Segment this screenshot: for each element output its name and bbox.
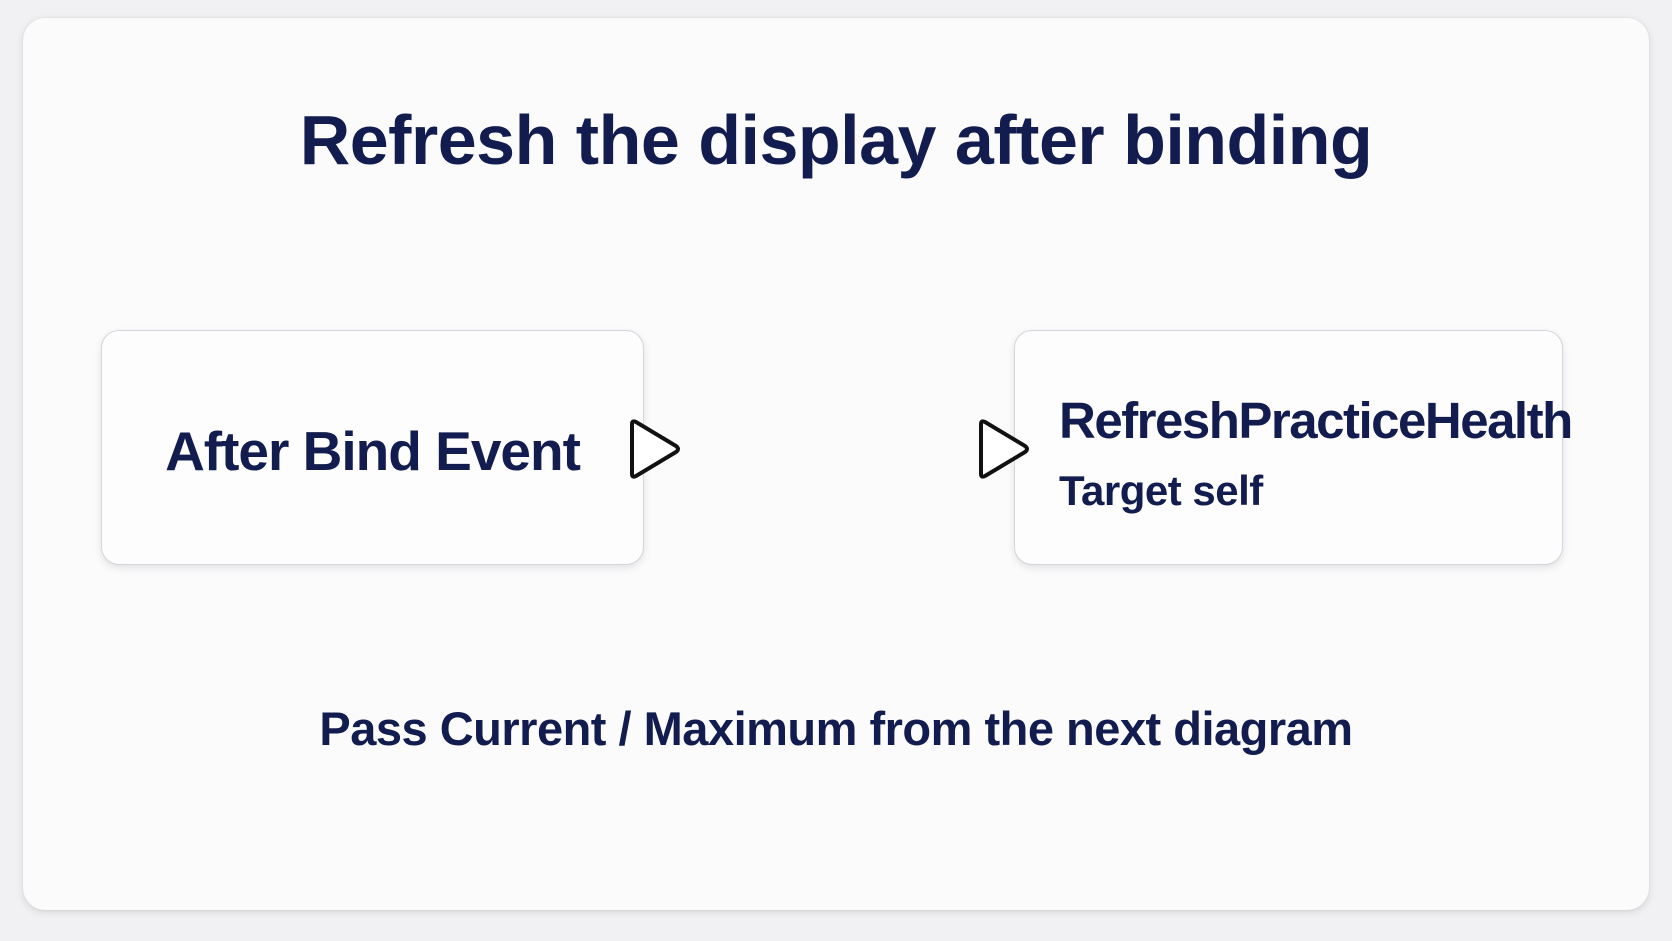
exec-in-pin-icon[interactable] [973, 416, 1035, 482]
event-node[interactable]: After Bind Event [101, 330, 644, 565]
function-node[interactable]: RefreshPracticeHealth Target self [1014, 330, 1573, 565]
event-node-label: After Bind Event [165, 420, 581, 482]
diagram-title: Refresh the display after binding [299, 101, 1373, 179]
exec-out-pin-icon[interactable] [624, 416, 686, 482]
function-node-label: RefreshPracticeHealth [1059, 392, 1573, 449]
footnote: Pass Current / Maximum from the next dia… [319, 702, 1353, 755]
function-node-target: Target self [1059, 467, 1263, 514]
